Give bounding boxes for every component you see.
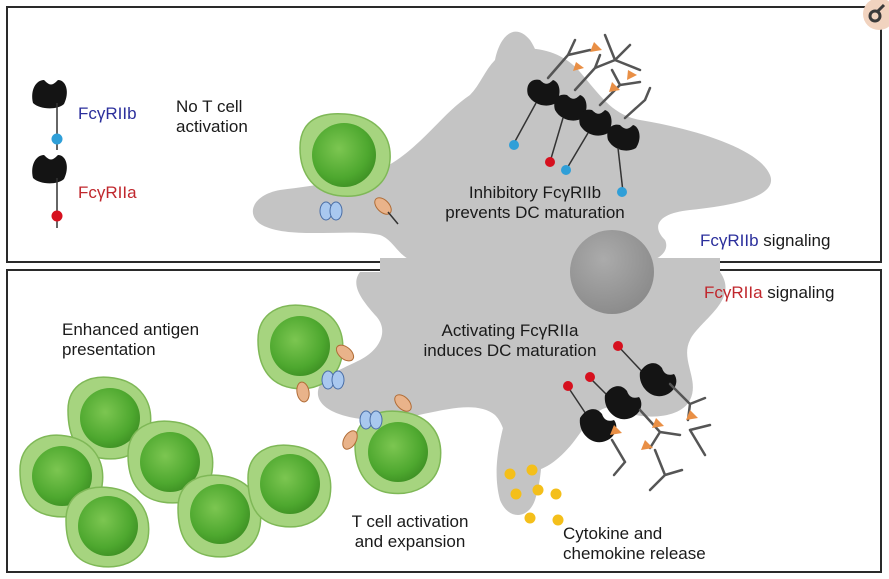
inhibitory-fcgr2b-label: Inhibitory FcγRIIb prevents DC maturatio… <box>445 183 625 222</box>
cytokine-dots <box>504 464 564 526</box>
t-cell-activation-expansion-label: T cell activation and expansion <box>351 512 469 551</box>
t-cell-4 <box>65 486 150 568</box>
t-cell-6 <box>247 444 332 528</box>
fcgr2a-signaling-label: FcγRIIa signaling <box>704 283 835 302</box>
legend-fcgr2a-receptor-icon <box>32 155 67 228</box>
legend-fcgr2b-label: FcγRIIb <box>78 104 137 123</box>
top-t-cell <box>299 112 391 197</box>
bottom-dc-protrusion <box>496 420 545 515</box>
cytokine-chemokine-release-label: Cytokine and chemokine release <box>563 524 706 563</box>
enhanced-antigen-presentation-label: Enhanced antigen presentation <box>62 320 200 359</box>
legend-fcgr2a-label: FcγRIIa <box>78 183 137 202</box>
t-cell-1 <box>67 376 152 460</box>
bottom-presenting-t-cell-upper <box>257 304 344 390</box>
fcgr2b-signaling-label: FcγRIIb signaling <box>700 231 831 250</box>
bottom-dendritic-cell <box>317 272 726 471</box>
no-t-cell-activation-label: No T cell activation <box>176 97 248 136</box>
bottom-presenting-t-cell-lower <box>354 410 442 495</box>
bottom-antigens-icon <box>296 344 412 450</box>
corner-badge-icon <box>863 0 889 30</box>
top-immune-complex <box>509 33 652 197</box>
top-mhc-complex-icon <box>319 201 343 221</box>
bottom-mhc-complexes-icon <box>321 370 383 430</box>
dc-nucleus <box>570 230 654 314</box>
dc-bridge <box>380 258 720 274</box>
activating-fcgr2a-label: Activating FcγRIIa induces DC maturation <box>423 321 597 360</box>
top-antigen-icon <box>374 197 399 225</box>
legend-fcgr2b-receptor-icon <box>32 80 67 150</box>
t-cell-5 <box>177 474 262 558</box>
expanded-t-cell-cluster <box>19 376 332 568</box>
bottom-immune-complex <box>563 341 712 492</box>
